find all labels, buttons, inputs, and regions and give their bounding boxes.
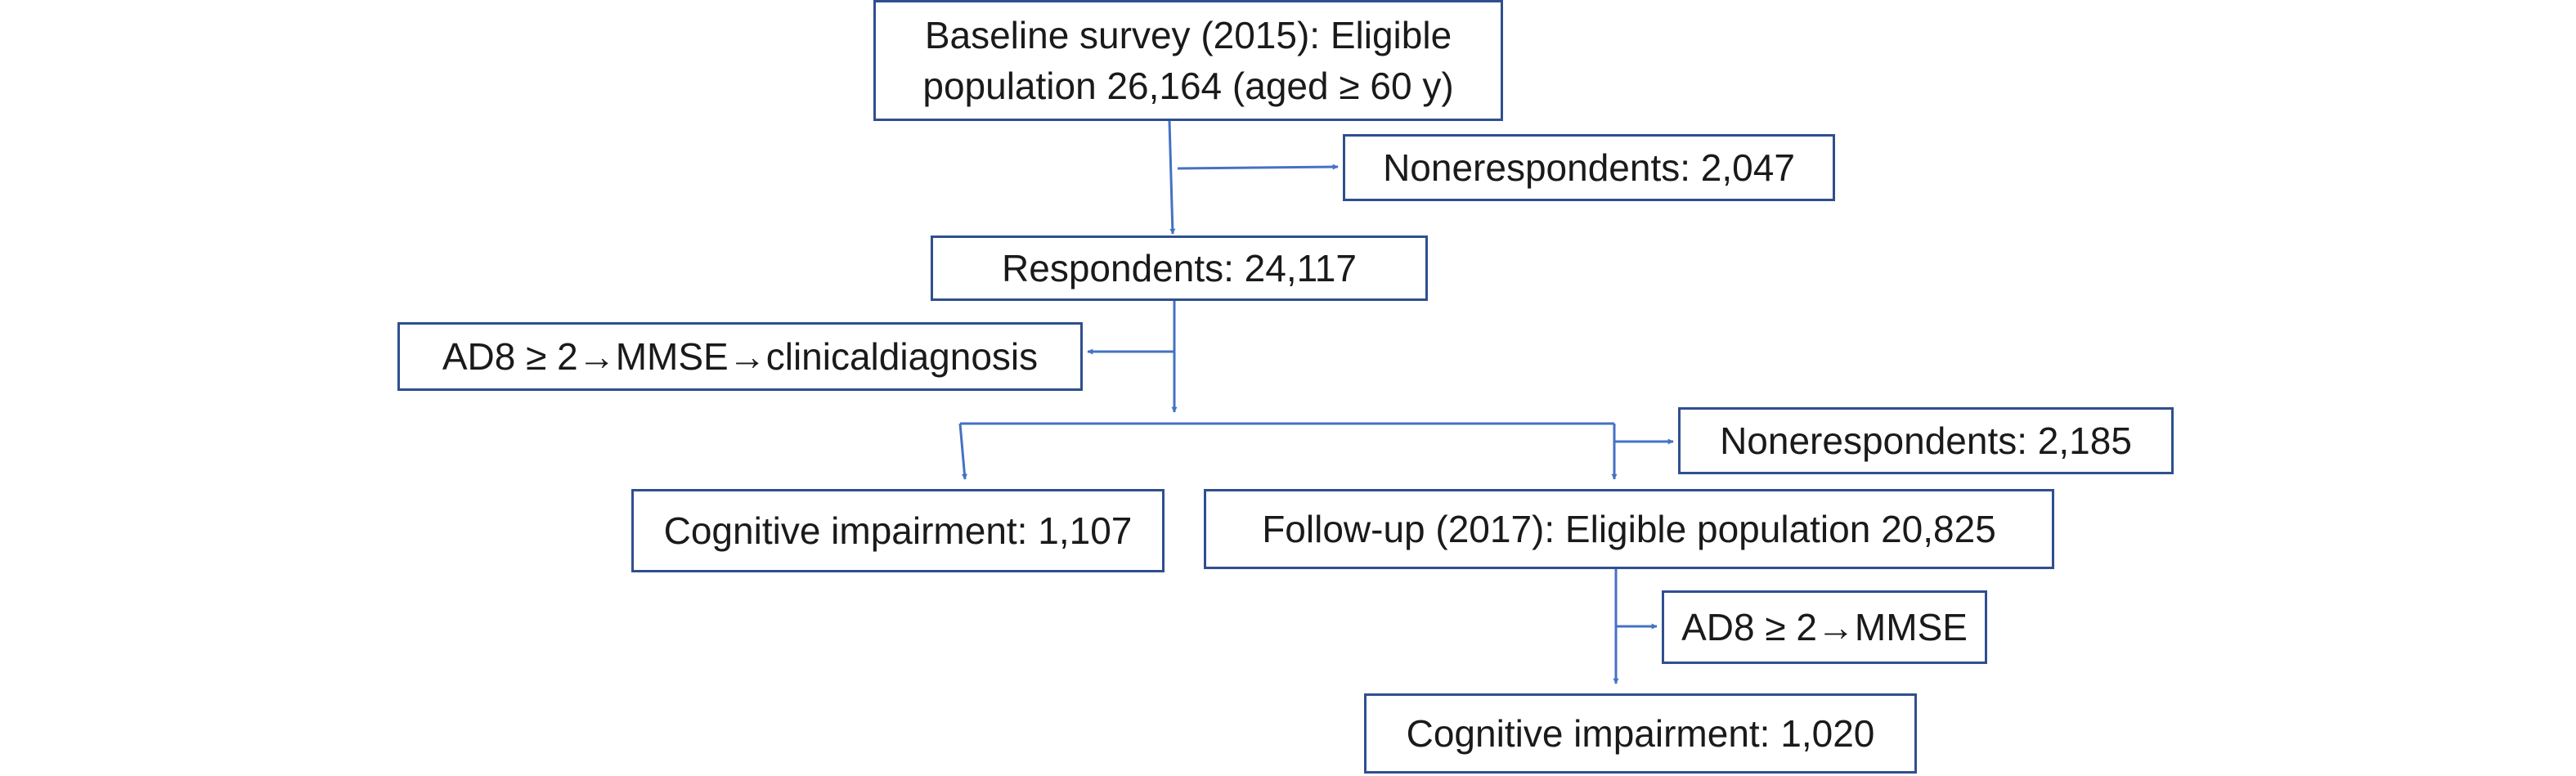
nonrespondents-followup-label: Nonerespondents: 2,185 bbox=[1720, 419, 2132, 462]
respondents-box: Respondents: 24,117 bbox=[931, 235, 1428, 301]
nonrespondents-baseline-box: Nonerespondents: 2,047 bbox=[1343, 134, 1835, 201]
nonrespondents-followup-box: Nonerespondents: 2,185 bbox=[1678, 407, 2174, 474]
screening-followup-box: AD8 ≥ 2→MMSE bbox=[1662, 590, 1987, 664]
followup-box: Follow-up (2017): Eligible population 20… bbox=[1204, 489, 2054, 569]
screening-baseline-box: AD8 ≥ 2→MMSE→clinicaldiagnosis bbox=[397, 322, 1083, 391]
cognitive-impairment-followup-box: Cognitive impairment: 1,020 bbox=[1364, 693, 1917, 774]
respondents-label: Respondents: 24,117 bbox=[1002, 247, 1357, 289]
nonrespondents-baseline-label: Nonerespondents: 2,047 bbox=[1383, 146, 1795, 189]
connectors bbox=[958, 120, 1674, 684]
baseline-survey-box: Baseline survey (2015): Eligible populat… bbox=[873, 0, 1503, 121]
screening-baseline-label: AD8 ≥ 2→MMSE→clinicaldiagnosis bbox=[442, 335, 1039, 378]
cognitive-impairment-baseline-box: Cognitive impairment: 1,107 bbox=[631, 489, 1165, 572]
screening-followup-label: AD8 ≥ 2→MMSE bbox=[1681, 606, 1968, 648]
connector-to-cognitive-impairment-baseline bbox=[958, 423, 967, 480]
cognitive-impairment-baseline-label: Cognitive impairment: 1,107 bbox=[663, 509, 1133, 552]
connector-baseline-to-respondents bbox=[1168, 120, 1176, 235]
cognitive-impairment-followup-label: Cognitive impairment: 1,020 bbox=[1406, 712, 1875, 755]
followup-label: Follow-up (2017): Eligible population 20… bbox=[1262, 508, 1996, 550]
baseline-survey-label: Baseline survey (2015): Eligible populat… bbox=[922, 14, 1454, 107]
connector-to-nonrespondents-baseline bbox=[1177, 164, 1339, 170]
